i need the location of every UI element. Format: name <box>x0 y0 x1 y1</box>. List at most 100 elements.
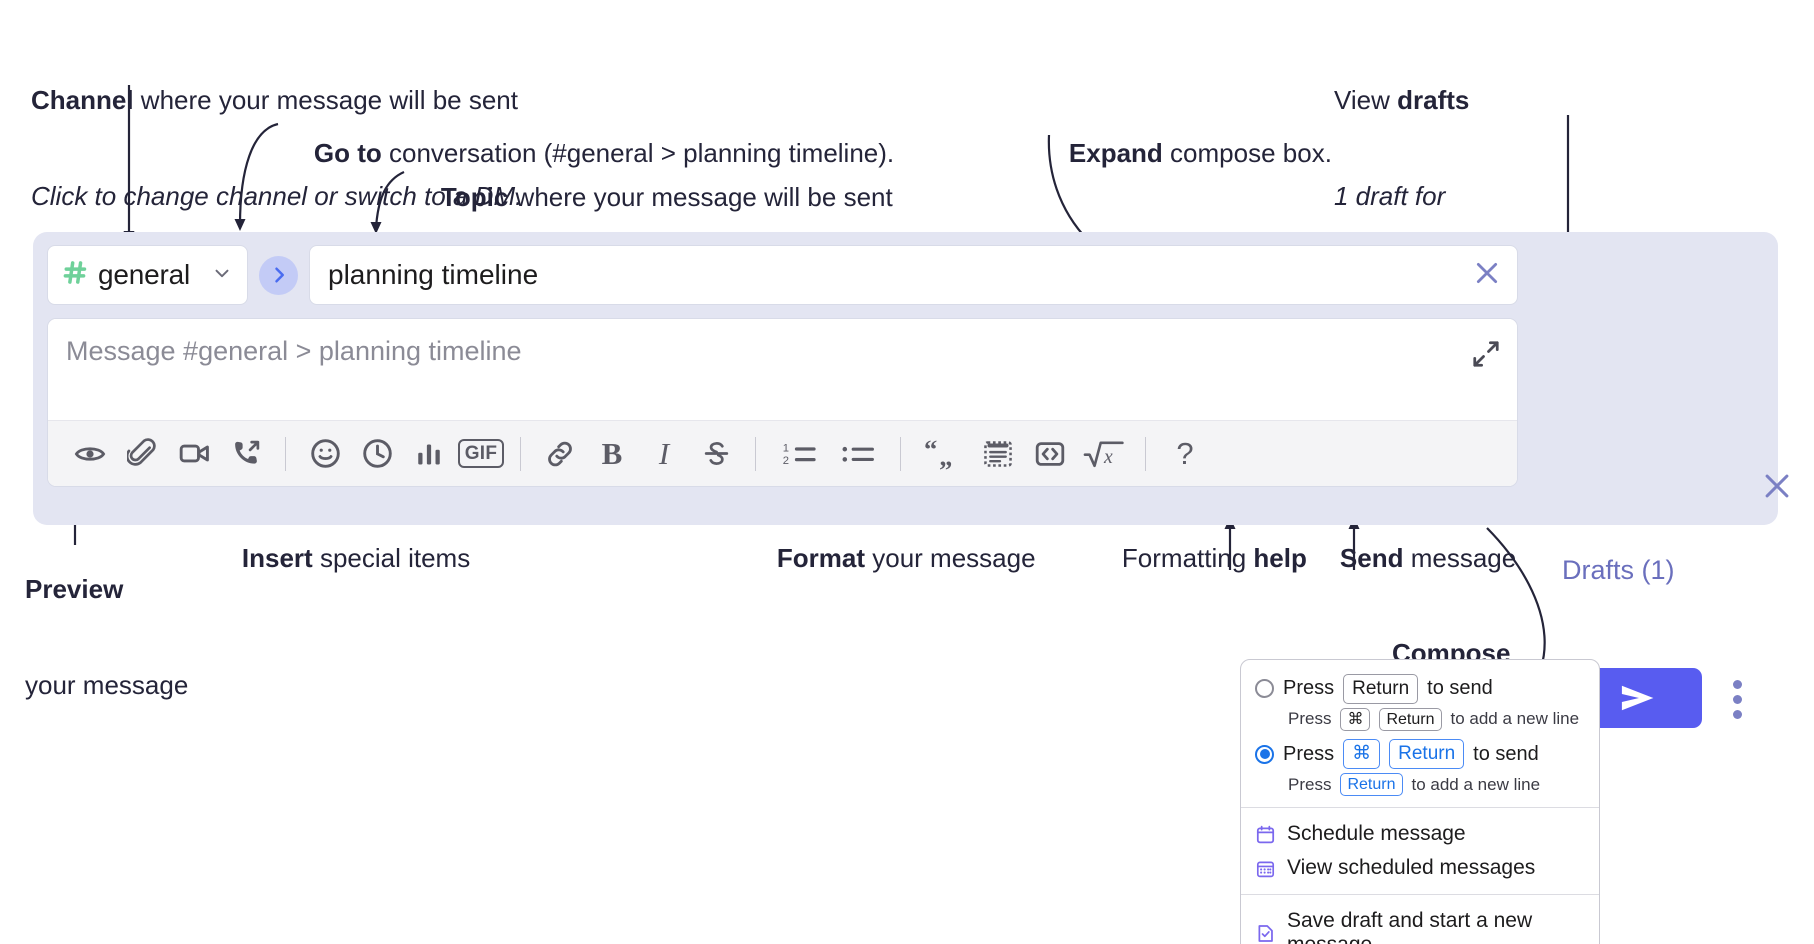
code-block-button[interactable] <box>972 431 1024 477</box>
gif-button[interactable]: GIF <box>455 431 507 477</box>
annotation-send-bold: Send <box>1339 542 1404 573</box>
hash-icon <box>62 259 89 291</box>
panel-close-button[interactable] <box>1760 469 1794 508</box>
svg-text:x: x <box>1103 446 1113 468</box>
key-command: ⌘ <box>1340 707 1371 732</box>
link-button[interactable] <box>534 431 586 477</box>
square-root-icon: x <box>1083 441 1124 468</box>
toolbar-separator-3 <box>755 436 756 471</box>
expand-arrows-icon <box>1473 341 1499 367</box>
menu-option-1-sub-press: Press <box>1288 709 1332 729</box>
menu-option-return-to-send[interactable]: Press Return to send <box>1241 672 1599 706</box>
bold-button[interactable]: B <box>586 431 638 477</box>
kebab-dot-2 <box>1733 695 1742 704</box>
chevron-down-icon <box>211 262 233 289</box>
message-input[interactable]: Message #general > planning timeline <box>48 319 1517 420</box>
italic-icon: I <box>658 435 670 471</box>
annotation-send-rest: message <box>1403 542 1517 573</box>
annotation-channel: Channel where your message will be sent … <box>31 22 522 276</box>
close-icon <box>1476 262 1498 283</box>
menu-option-2-sub-press: Press <box>1288 774 1332 794</box>
bold-icon: B <box>601 435 623 471</box>
svg-text:1: 1 <box>783 442 789 454</box>
annotation-send: Send message <box>1311 511 1516 606</box>
formatting-help-button[interactable]: ? <box>1159 431 1211 477</box>
menu-item-save-draft[interactable]: Save draft and start a new message <box>1241 904 1599 944</box>
kebab-dot-3 <box>1733 710 1742 719</box>
annotation-formatting-help: Formatting help <box>1093 511 1307 606</box>
channel-selector[interactable]: general <box>47 245 248 305</box>
menu-option-cmd-return-to-send[interactable]: Press ⌘ Return to send <box>1241 737 1599 771</box>
channel-name: general <box>98 259 191 290</box>
radio-icon <box>1255 679 1274 699</box>
annotation-expand-rest: compose box. <box>1162 137 1332 168</box>
emoji-button[interactable] <box>299 431 351 477</box>
inline-code-button[interactable] <box>1024 431 1076 477</box>
radio-icon-selected <box>1255 744 1274 764</box>
drafts-link[interactable]: Drafts (1) <box>1562 555 1675 585</box>
key-return: Return <box>1343 674 1419 704</box>
menu-divider-1 <box>1241 807 1599 809</box>
annotation-insert-bold: Insert <box>241 542 313 573</box>
clock-icon <box>362 439 392 468</box>
blockquote-button[interactable]: “ „ <box>914 431 972 477</box>
italic-button[interactable]: I <box>638 431 690 477</box>
link-icon <box>548 441 572 466</box>
poll-button[interactable] <box>403 431 455 477</box>
phone-arrow-icon <box>234 440 259 464</box>
reminder-button[interactable] <box>351 431 403 477</box>
annotation-topic-bold: Topic <box>440 181 509 212</box>
toolbar-separator-4 <box>900 436 901 471</box>
calendar-icon <box>1255 824 1276 845</box>
gif-icon: GIF <box>457 438 505 469</box>
strikethrough-icon <box>704 442 728 465</box>
goto-conversation-button[interactable] <box>259 255 298 295</box>
menu-option-2-sub-tail: to add a new line <box>1411 774 1541 794</box>
send-paper-plane-icon <box>1621 685 1654 711</box>
annotation-channel-italic: Click to change channel or switch to a D… <box>31 180 523 211</box>
key-return: Return <box>1340 772 1403 797</box>
expand-compose-button[interactable] <box>1471 339 1501 374</box>
annotation-goto-bold: Go to <box>313 137 382 168</box>
math-button[interactable]: x <box>1076 431 1132 477</box>
eye-icon <box>74 446 106 461</box>
question-mark-icon: ? <box>1176 435 1194 471</box>
annotation-goto-rest: conversation (#general > planning timeli… <box>381 137 895 168</box>
file-check-icon <box>1255 923 1276 944</box>
compose-panel: Drafts (1) general <box>33 232 1789 728</box>
attach-button[interactable] <box>116 431 168 477</box>
compose-options-button[interactable] <box>1733 680 1742 719</box>
annotation-insert-rest: special items <box>312 542 471 573</box>
compose-options-menu: Press Return to send Press ⌘ Return to a… <box>1240 659 1600 944</box>
calendar-grid-icon <box>1255 858 1276 879</box>
menu-item-schedule-message[interactable]: Schedule message <box>1241 817 1599 851</box>
topic-value: planning timeline <box>328 259 539 290</box>
annotation-expand: Expand compose box. <box>1040 106 1332 201</box>
toolbar-separator-5 <box>1145 436 1146 471</box>
annotation-topic-rest: where your message will be sent <box>508 181 893 212</box>
strikethrough-button[interactable] <box>690 431 742 477</box>
preview-button[interactable] <box>64 431 116 477</box>
bulleted-list-button[interactable] <box>829 431 887 477</box>
quote-icon: “ „ <box>924 438 952 470</box>
topic-clear-button[interactable] <box>1471 257 1503 294</box>
audio-clip-button[interactable] <box>220 431 272 477</box>
menu-item-view-scheduled-messages[interactable]: View scheduled messages <box>1241 851 1599 885</box>
annotation-formatting-help-lead: Formatting <box>1121 542 1254 573</box>
topic-field[interactable]: planning timeline <box>309 245 1518 305</box>
compose-header-row: general planning timeline <box>47 245 1518 305</box>
code-block-icon <box>984 440 1012 467</box>
compose-inner: general planning timeline <box>47 245 1518 487</box>
menu-option-1-tail: to send <box>1427 677 1493 700</box>
smiley-icon <box>310 439 340 468</box>
menu-divider-2 <box>1241 894 1599 896</box>
menu-item-label: View scheduled messages <box>1287 856 1536 880</box>
menu-option-1-press: Press <box>1283 677 1335 700</box>
svg-text:2: 2 <box>783 455 789 467</box>
video-clip-button[interactable] <box>168 431 220 477</box>
menu-option-1-sub-tail: to add a new line <box>1450 709 1580 729</box>
toolbar-separator-2 <box>520 436 521 471</box>
ordered-list-button[interactable]: 1 2 <box>769 431 829 477</box>
menu-item-label: Save draft and start a new message <box>1287 909 1533 944</box>
